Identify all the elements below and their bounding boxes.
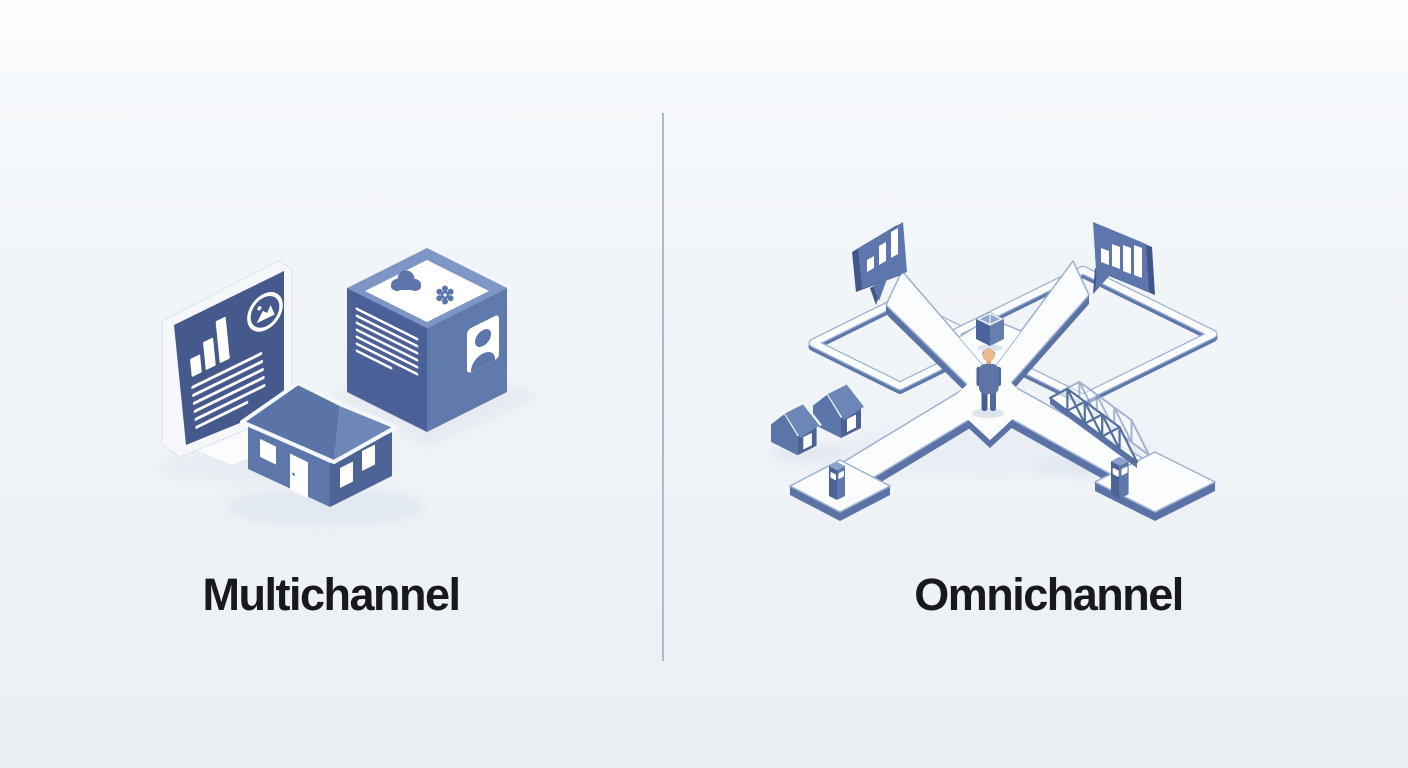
cube-top-card: [365, 260, 489, 322]
houses-icon: [769, 381, 867, 456]
panel-omnichannel: Omnichannel: [663, 0, 1408, 768]
board-bar-chart-icon: [190, 316, 230, 377]
kiosk-left-icon: [829, 462, 845, 500]
house-small-front: [769, 401, 822, 456]
profile-card-icon: [467, 315, 499, 373]
house-icon: [240, 381, 398, 507]
cube-text-lines: [355, 307, 419, 376]
omnichannel-illustration: [769, 222, 1218, 521]
omnichannel-label: Omnichannel: [914, 569, 1184, 620]
panel-divider: [662, 113, 664, 661]
speech-bubble-bar-chart-right: [1093, 222, 1155, 295]
cloud-icon: [391, 270, 421, 291]
truss-bridge-icon: [1048, 380, 1150, 468]
speech-bubble-bar-chart-left: [852, 222, 907, 305]
kiosk-right-icon: [1111, 456, 1129, 499]
house-windows: [340, 444, 375, 488]
crossroads-icon: [788, 260, 1217, 521]
photo-badge-icon: [247, 292, 283, 332]
gear-icon: [436, 285, 454, 305]
multichannel-label: Multichannel: [202, 569, 461, 620]
package-box-icon: [976, 312, 1004, 352]
person-icon: [972, 348, 1004, 418]
house-small-back: [811, 381, 867, 438]
panel-multichannel: Multichannel: [0, 0, 662, 768]
board-text-lines: [191, 352, 266, 429]
info-cube-icon: [347, 248, 507, 432]
house-door-window: [260, 438, 308, 499]
multichannel-illustration: [160, 248, 540, 527]
